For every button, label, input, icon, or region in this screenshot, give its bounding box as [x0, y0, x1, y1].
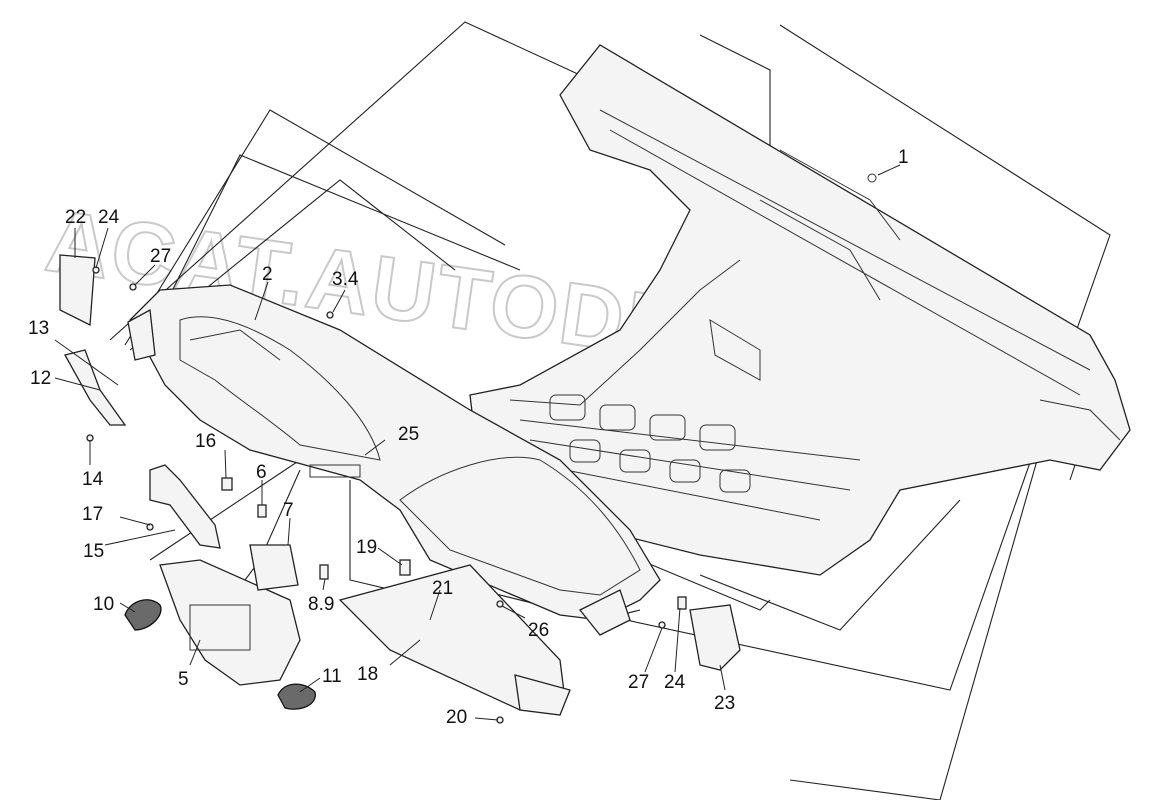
callout-10: 10 [93, 594, 114, 615]
callout-22: 22 [65, 207, 86, 228]
callout-27-bottom: 27 [628, 672, 649, 693]
callout-8-9: 8.9 [308, 594, 334, 615]
callout-12: 12 [30, 368, 51, 389]
callout-25: 25 [398, 424, 419, 445]
callout-6: 6 [256, 462, 267, 483]
callout-2: 2 [262, 264, 273, 285]
panel-23 [689, 604, 741, 671]
left-vent [127, 308, 156, 361]
screw-8-9 [319, 564, 329, 580]
small-parts [59, 254, 741, 724]
callout-labels: 1 2 3.4 5 6 7 8.9 10 11 12 13 14 15 16 1… [28, 147, 909, 728]
right-vent [578, 589, 631, 636]
screw-17 [146, 523, 154, 531]
callout-19: 19 [356, 537, 377, 558]
clip-16 [221, 477, 233, 491]
leader-lines [54, 164, 901, 721]
callout-21: 21 [432, 578, 453, 599]
callout-13: 13 [28, 318, 49, 339]
floor-frame-part-1 [469, 44, 1131, 576]
clip-6 [257, 504, 267, 518]
panel-15 [149, 464, 221, 549]
callout-24-bottom: 24 [664, 672, 686, 693]
callout-7: 7 [283, 500, 294, 521]
callout-23: 23 [714, 693, 735, 714]
storage-7 [249, 544, 299, 591]
callout-26: 26 [528, 620, 549, 641]
callout-14: 14 [82, 469, 104, 490]
callout-1: 1 [898, 147, 909, 168]
callout-15: 15 [83, 541, 104, 562]
callout-24-top: 24 [98, 207, 120, 228]
callout-5: 5 [178, 669, 189, 690]
vent-10 [124, 599, 162, 631]
console-5 [159, 559, 301, 686]
bracket-22 [59, 254, 96, 327]
callout-11: 11 [322, 666, 342, 687]
callout-20: 20 [446, 707, 467, 728]
clip-19 [399, 559, 411, 576]
panel-12 [64, 349, 127, 426]
vent-11 [277, 683, 316, 710]
callout-17: 17 [82, 504, 103, 525]
console-5-opening [189, 604, 251, 651]
panel-20 [514, 674, 571, 716]
screw-27a [129, 283, 137, 291]
callout-27-top: 27 [150, 246, 171, 267]
screw-27 [658, 621, 666, 629]
screw-26 [496, 600, 504, 608]
callout-16: 16 [195, 431, 216, 452]
callout-3-4: 3.4 [332, 269, 359, 290]
callout-18: 18 [357, 664, 378, 685]
clip-24 [677, 596, 687, 610]
